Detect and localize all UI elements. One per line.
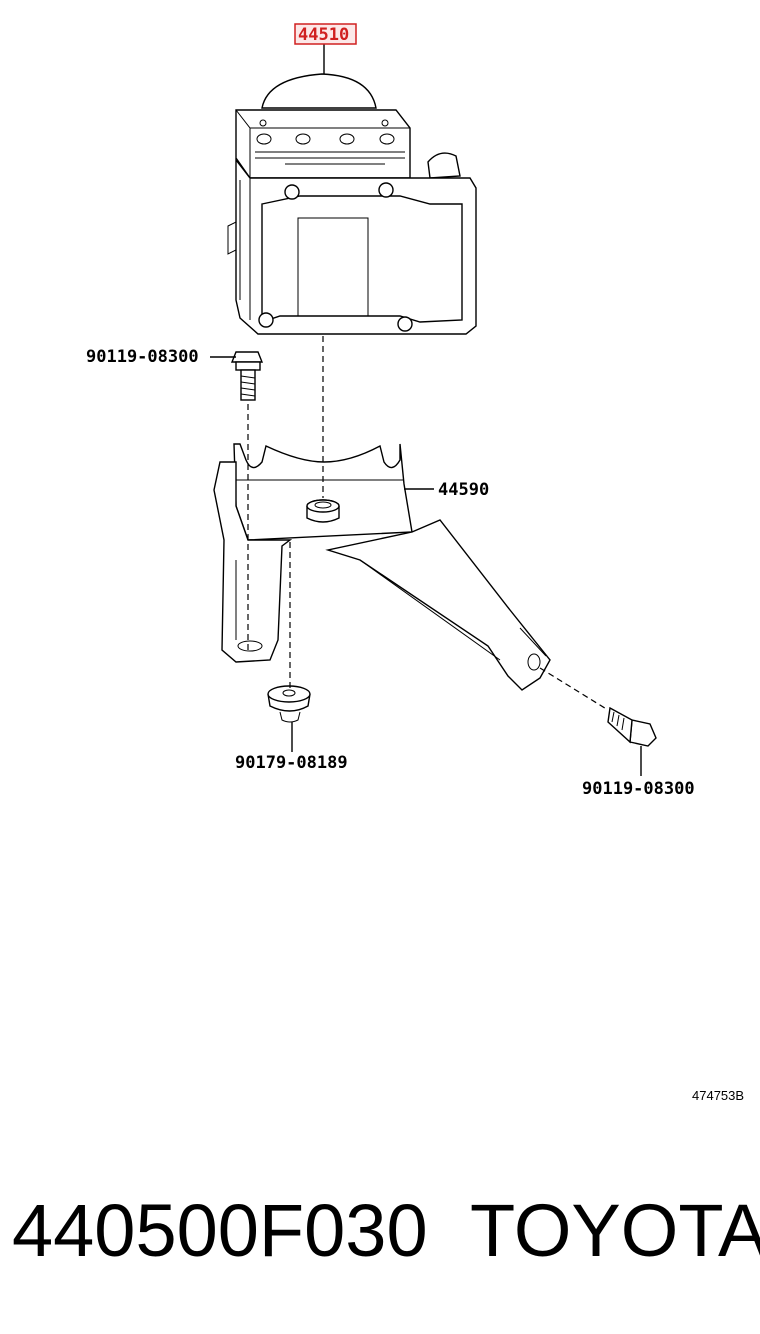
callout-90179-08189[interactable]: 90179-08189 bbox=[235, 753, 348, 773]
illustration-ref: 474753B bbox=[692, 1088, 744, 1103]
upper-bolt-drawing bbox=[230, 351, 264, 401]
lower-bolt-drawing bbox=[607, 706, 657, 747]
callout-44510[interactable]: 44510 bbox=[294, 23, 357, 45]
callout-44590[interactable]: 44590 bbox=[438, 480, 489, 500]
footer-brand: TOYOTA bbox=[470, 1189, 760, 1272]
callout-90119-08300-lower[interactable]: 90119-08300 bbox=[582, 779, 695, 799]
cushion-drawing bbox=[267, 685, 311, 723]
callout-label: 44510 bbox=[298, 25, 349, 45]
callout-highlight-box bbox=[294, 23, 357, 45]
footer-part-number: 440500F030 bbox=[12, 1189, 428, 1272]
callout-90119-08300-upper[interactable]: 90119-08300 bbox=[86, 347, 199, 367]
bracket-drawing bbox=[213, 443, 551, 691]
abs-actuator-drawing bbox=[227, 73, 477, 335]
